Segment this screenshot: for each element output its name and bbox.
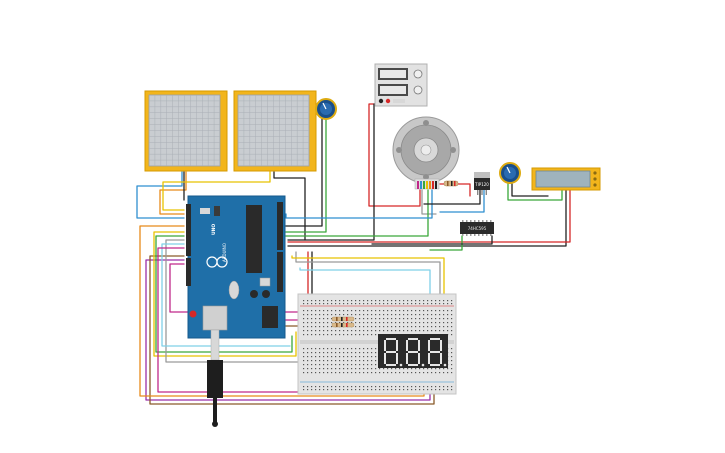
potentiometer-1[interactable] [315,98,337,120]
wire-sr-green [429,235,463,251]
display-segment [384,353,386,364]
wire-green-motor [285,189,429,237]
lcd-module [531,167,601,191]
display-segment [396,340,398,351]
display-segment [386,351,396,353]
display-segment [430,364,440,366]
power-supply [374,63,428,107]
display-segment [428,353,430,364]
display-decimal-point [443,363,447,367]
wire-keypad2-b [273,171,306,241]
display-segment [418,340,420,351]
wire-loop-yellow [153,231,297,357]
display-segment [430,338,440,340]
shift-register-label: 74HC595 [468,226,487,231]
wire-transistor-black [423,189,481,205]
display-decimal-point [399,363,403,367]
wire-transistor-blue [439,189,485,213]
display-segment [428,340,430,351]
wire-loop-cyan [161,243,291,347]
display-segment [396,353,398,364]
wire-keypad2-a [162,171,271,211]
dc-motor [392,116,460,190]
wire-lcd-black [287,189,567,247]
wire-bb-cyan [299,267,431,301]
display-segment [408,338,418,340]
wire-pot1-black [285,117,323,227]
display-segment [418,353,420,364]
wire-bb-gray [295,251,441,301]
shift-register-74hc595: 74HC595 [460,220,494,236]
seven-segment-display [378,334,448,368]
display-segment [408,364,418,366]
wire-blue-motor [285,189,433,219]
display-segment [408,351,418,353]
wire-pot2-black [511,183,549,197]
wire-lcd-red [287,189,571,243]
transistor-tip120: TIP120 [474,172,490,195]
display-segment [406,340,408,351]
arduino-uno-label: UNO [211,224,217,235]
wire-keypad1-b [159,171,187,215]
display-segment [386,364,396,366]
display-segment [406,353,408,364]
transistor-label: TIP120 [474,182,489,187]
resistor-motor [443,180,459,187]
arduino-uno: UNO ARDUINO [186,195,286,339]
wire-sr-black [371,235,493,245]
display-segment [440,340,442,351]
keypad-1 [144,90,228,172]
wire-bb-yellow [291,255,445,305]
resistor-array [331,316,355,328]
wire-pot2-green [507,181,563,201]
wire-pot1-green [285,117,327,233]
display-decimal-point [421,363,425,367]
wire-gray-motor [421,189,437,215]
keypad-2 [233,90,317,172]
wire-red-main [368,103,421,207]
display-segment [440,353,442,364]
potentiometer-2[interactable] [499,162,521,184]
wire-loop-green [155,235,293,353]
arduino-brand-label: ARDUINO [222,243,227,262]
display-segment [430,351,440,353]
wire-keypad1-a [136,171,185,219]
usb-cable [207,329,223,427]
display-segment [386,338,396,340]
display-segment [384,340,386,351]
